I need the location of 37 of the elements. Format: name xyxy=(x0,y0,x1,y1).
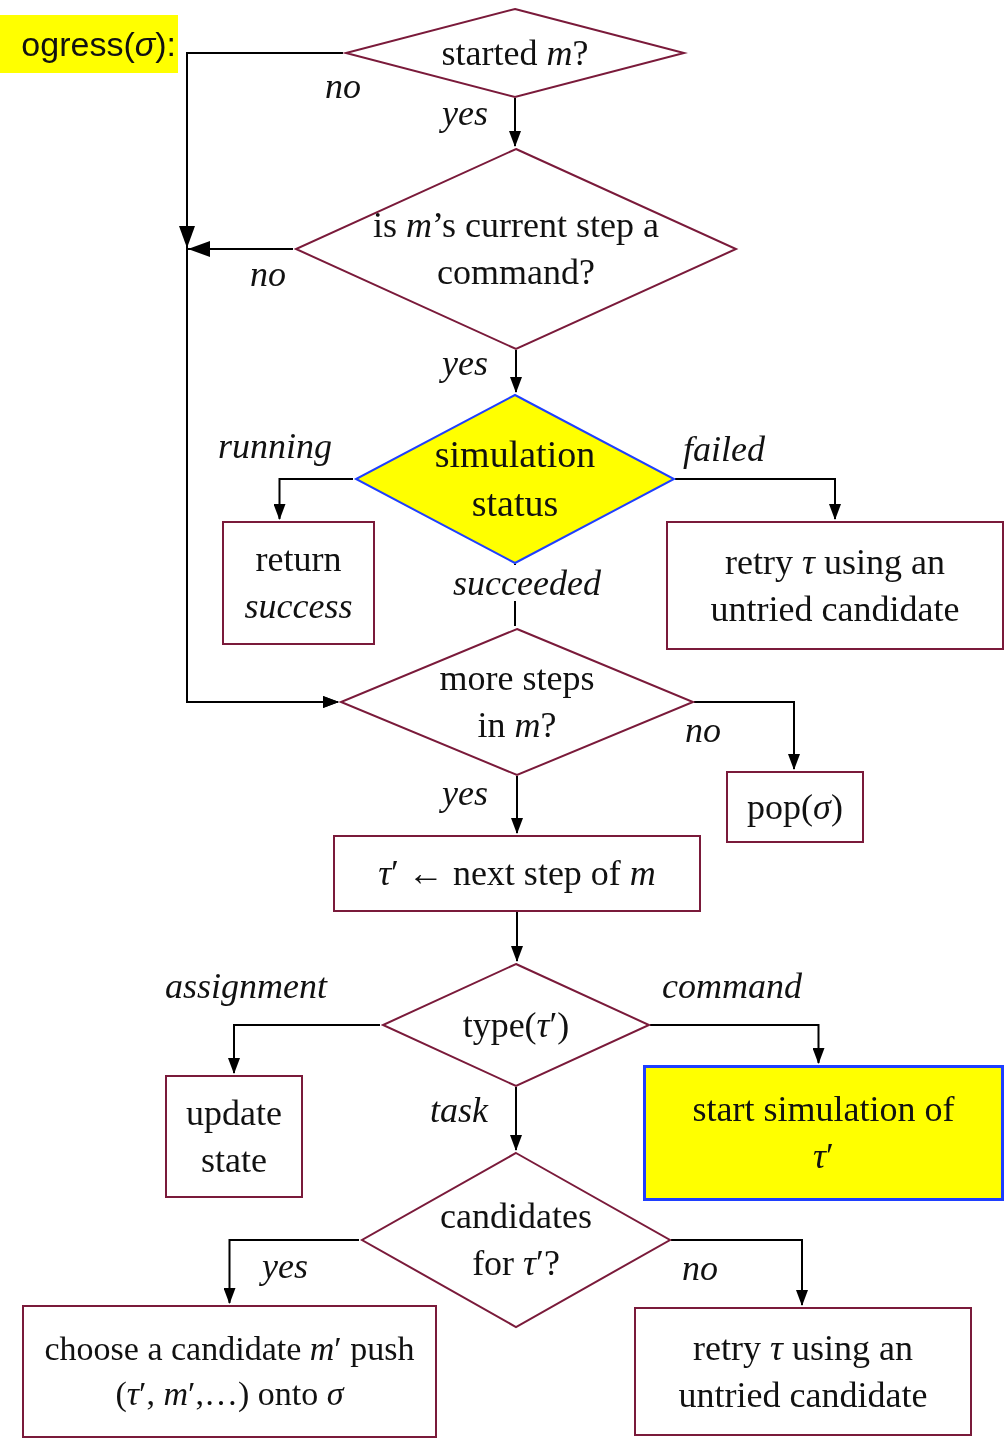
process-box xyxy=(22,1305,437,1438)
edge-label: assignment xyxy=(165,968,327,1004)
edge-label: failed xyxy=(683,431,765,467)
node-text: τ′ ← next step of m xyxy=(377,852,657,896)
node-text: retry τ using an untried candidate xyxy=(677,1326,929,1417)
edge-label: command xyxy=(662,968,802,1004)
edge-label: task xyxy=(430,1092,488,1128)
decision-diamond xyxy=(382,963,650,1087)
process-box xyxy=(222,521,375,645)
decision-diamond xyxy=(361,1152,671,1328)
edge-label: succeeded xyxy=(453,565,601,601)
node-text: more steps in m? xyxy=(438,657,596,747)
node-text: update state xyxy=(185,1091,283,1182)
node-text: type(τ′) xyxy=(461,1003,571,1047)
node-text: started m? xyxy=(440,31,590,75)
decision-diamond xyxy=(295,148,737,350)
edge-label: no xyxy=(685,712,721,748)
decision-diamond xyxy=(355,394,675,564)
node-text: return success xyxy=(243,538,354,628)
process-box xyxy=(643,1065,1004,1201)
node-text: simulation status xyxy=(433,431,597,526)
node-text: start simulation of τ′ xyxy=(691,1088,956,1178)
edge-label: no xyxy=(682,1250,718,1286)
heading-label: ogress(σ): xyxy=(0,15,178,73)
process-box xyxy=(726,771,864,843)
node-text: is m’s current step a command? xyxy=(372,204,660,294)
node-text: pop(σ) xyxy=(746,785,844,829)
process-box xyxy=(165,1075,303,1198)
node-text: retry τ using an untried candidate xyxy=(709,540,961,631)
process-box xyxy=(666,521,1004,650)
process-box xyxy=(634,1307,972,1436)
node-text: candidates for τ′? xyxy=(439,1195,593,1285)
edge-label: no xyxy=(325,68,361,104)
process-box xyxy=(333,835,701,912)
node-text: choose a candidate m′ push (τ′, m′,…) onto σ xyxy=(43,1329,416,1414)
edge-label: no xyxy=(250,256,286,292)
edge-label: running xyxy=(218,428,332,464)
